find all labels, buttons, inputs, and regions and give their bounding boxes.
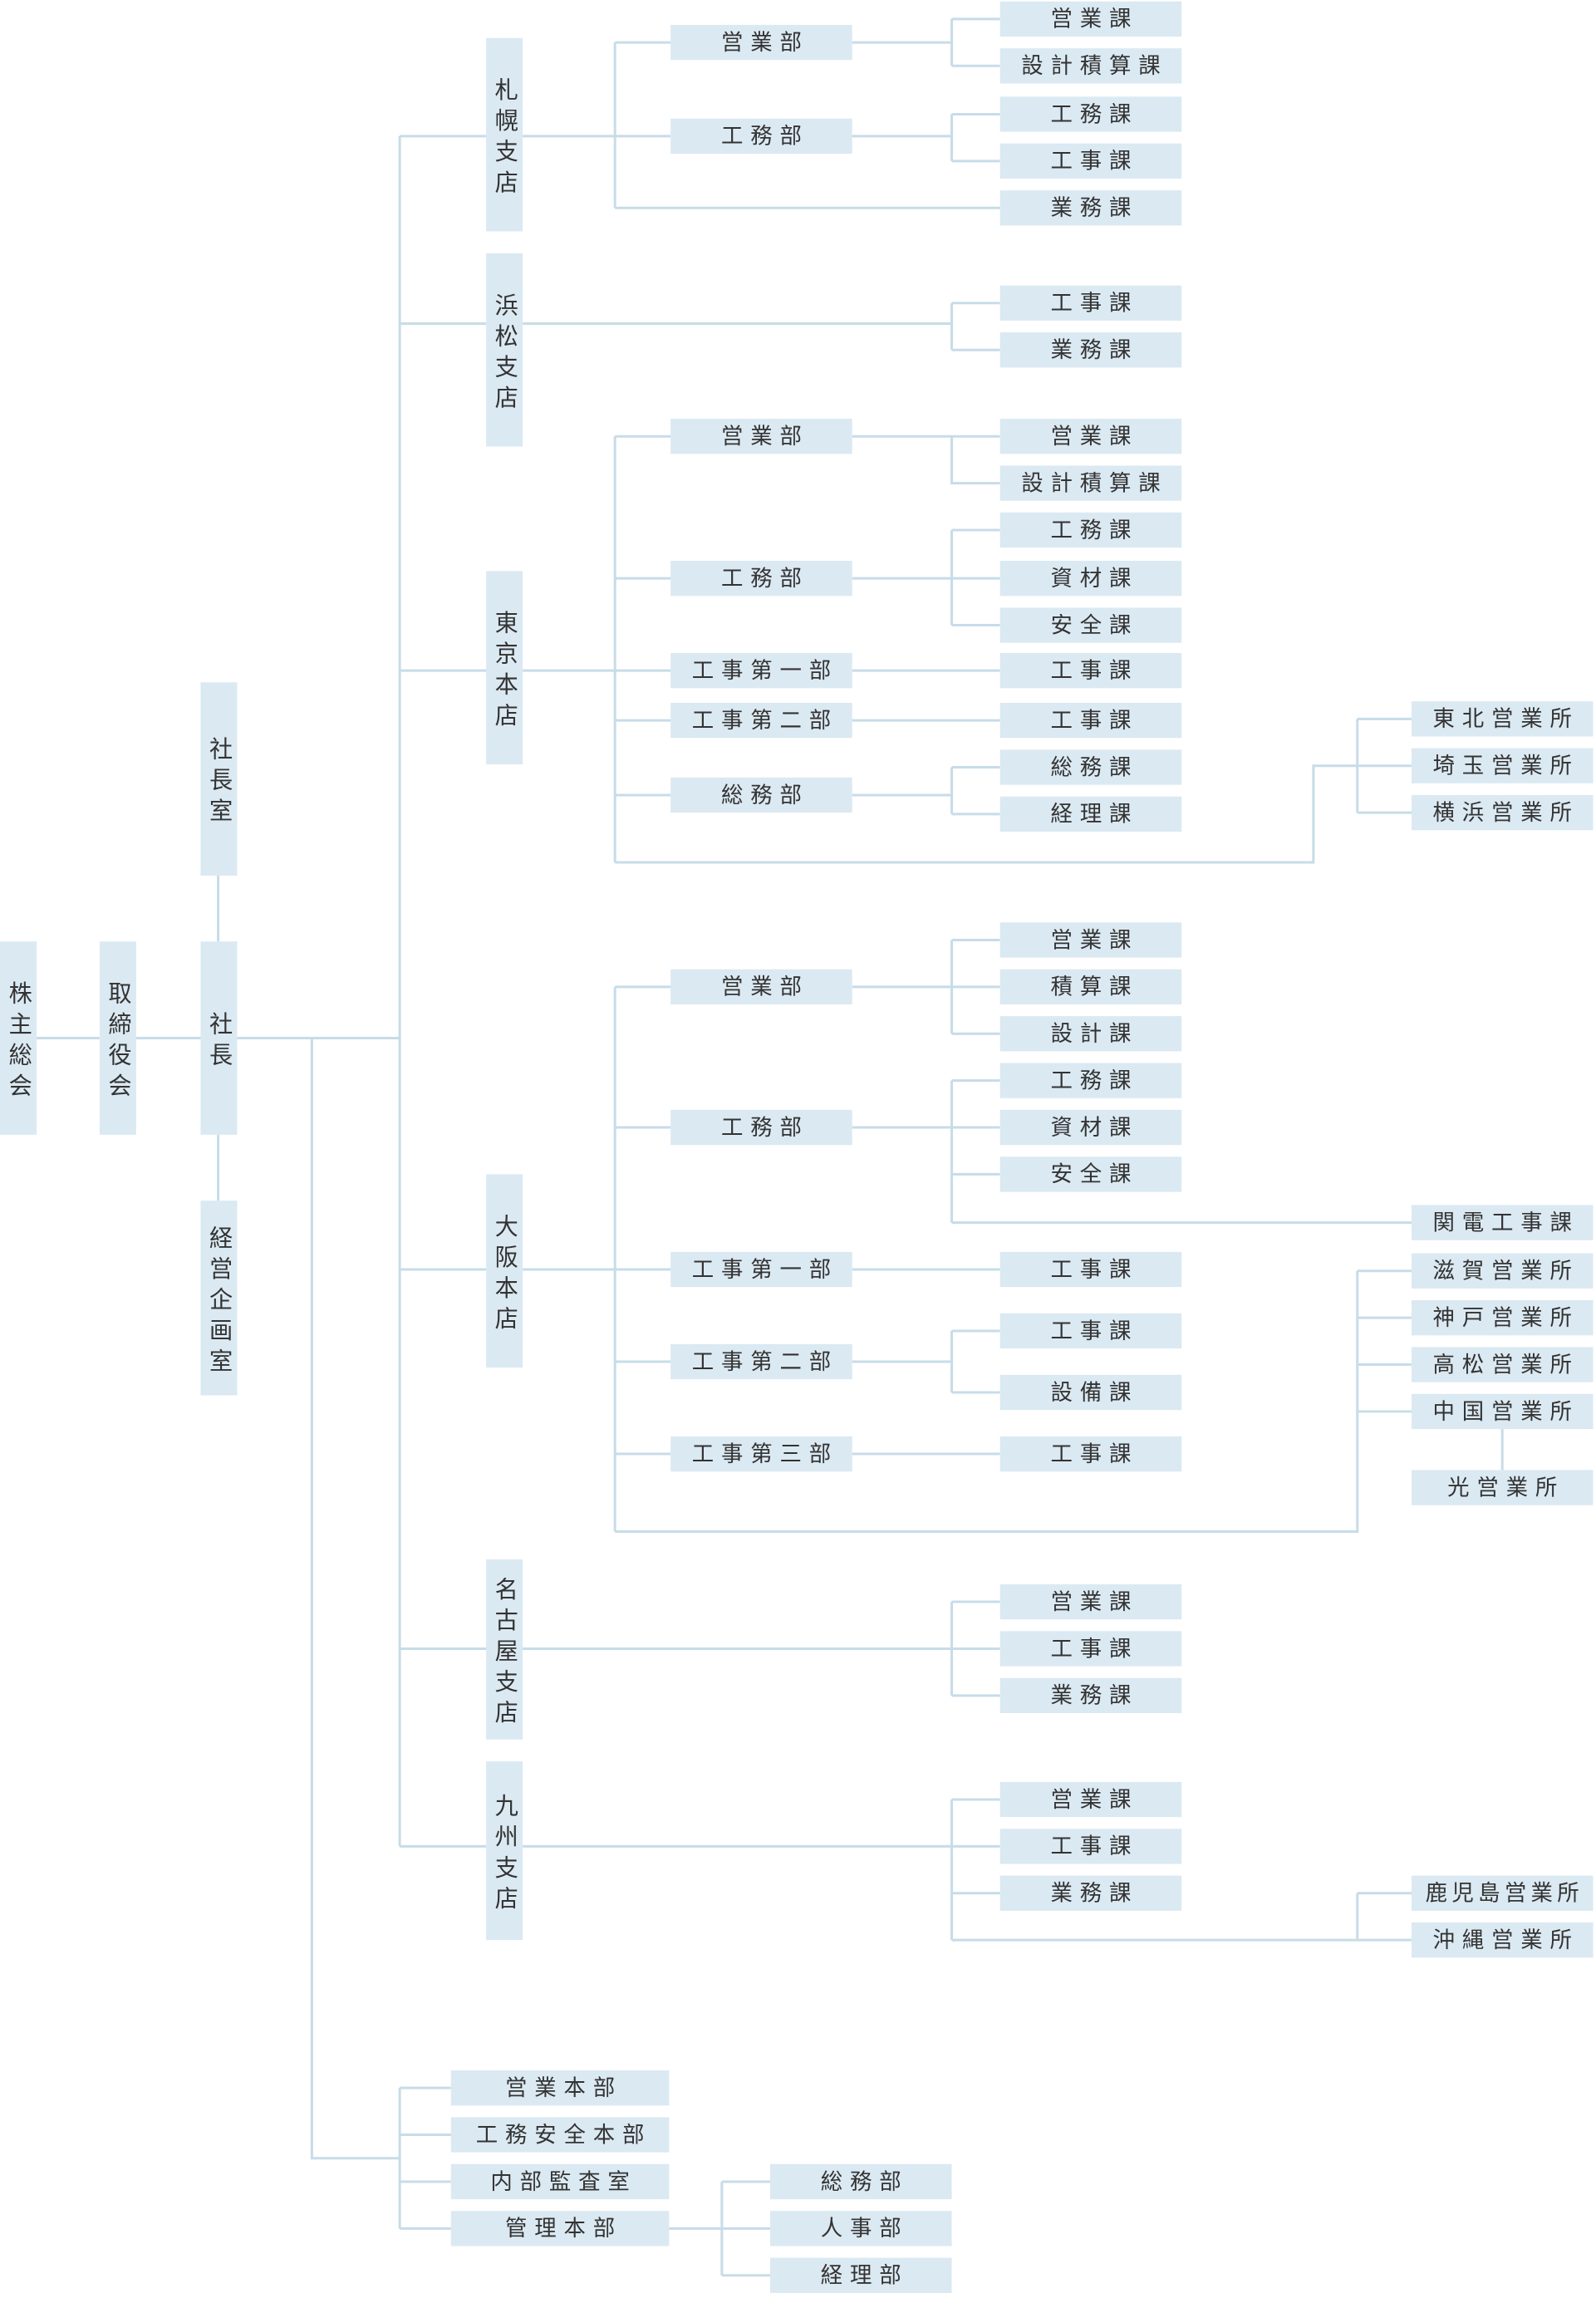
- osaka-facilities-section: 設備課: [999, 1374, 1182, 1411]
- tokyo-sales-dept: 営業部: [670, 419, 852, 454]
- nagoya-branch-box: 名古屋支店: [486, 1559, 523, 1740]
- osaka-design-section: 設計課: [999, 1016, 1182, 1052]
- tokyo-materials-section: 資材課: [999, 560, 1182, 597]
- connector-osaka: [523, 938, 1504, 1533]
- chugoku-sales-office: 中国営業所: [1411, 1393, 1594, 1430]
- shiga-sales-office: 滋賀営業所: [1411, 1253, 1594, 1289]
- osaka-construction-section-2: 工事課: [999, 1313, 1182, 1349]
- president-office-box: 社長室: [200, 682, 238, 876]
- osaka-kanden-construction-section: 関電工事課: [1411, 1205, 1594, 1240]
- osaka-construction-dept-1: 工事第一部: [670, 1251, 852, 1288]
- connector-trunk: [398, 135, 487, 1848]
- tokyo-accounting-section: 経理課: [999, 796, 1182, 832]
- sales-headquarters: 営業本部: [450, 2070, 670, 2106]
- kagoshima-sales-office: 鹿児島営業所: [1411, 1875, 1594, 1911]
- tokyo-construction-dept-2: 工事第二部: [670, 702, 852, 739]
- internal-audit-office: 内部監査室: [450, 2163, 670, 2200]
- hikari-sales-office: 光営業所: [1411, 1470, 1594, 1505]
- sapporo-sales-section: 営業課: [999, 1, 1182, 37]
- okinawa-sales-office: 沖縄営業所: [1411, 1922, 1594, 1958]
- connector-kyushu: [523, 1798, 1412, 1942]
- tokyo-works-section: 工務課: [999, 512, 1182, 548]
- works-safety-headquarters: 工務安全本部: [450, 2117, 670, 2153]
- tokyo-sales-section: 営業課: [999, 419, 1182, 454]
- kyushu-operations-section: 業務課: [999, 1875, 1182, 1911]
- tohoku-sales-office: 東北営業所: [1411, 701, 1594, 737]
- corporate-planning-office-box: 経営企画室: [200, 1201, 238, 1396]
- osaka-works-dept: 工務部: [670, 1109, 852, 1146]
- kyushu-construction-section: 工事課: [999, 1829, 1182, 1864]
- connector-tokyo: [523, 435, 1412, 864]
- osaka-estimation-section: 積算課: [999, 969, 1182, 1004]
- hamamatsu-operations-section: 業務課: [999, 332, 1182, 368]
- nagoya-operations-section: 業務課: [999, 1677, 1182, 1713]
- connector-head-office: [398, 2086, 771, 2277]
- tokyo-design-estimation-section: 設計積算課: [999, 465, 1182, 501]
- tokyo-construction-section-2: 工事課: [999, 702, 1182, 739]
- tokyo-works-dept: 工務部: [670, 560, 852, 597]
- osaka-sales-section: 営業課: [999, 922, 1182, 958]
- osaka-head-office-box: 大阪本店: [486, 1174, 523, 1368]
- osaka-construction-dept-2: 工事第二部: [670, 1343, 852, 1380]
- connector-top: [37, 875, 400, 2160]
- yokohama-sales-office: 横浜営業所: [1411, 794, 1594, 831]
- tokyo-safety-section: 安全課: [999, 607, 1182, 643]
- president-box: 社長: [200, 941, 238, 1135]
- tokyo-construction-section-1: 工事課: [999, 653, 1182, 689]
- hamamatsu-branch-box: 浜松支店: [486, 253, 523, 447]
- hamamatsu-construction-section: 工事課: [999, 285, 1182, 321]
- tokyo-construction-dept-1: 工事第一部: [670, 653, 852, 689]
- connector-hamamatsu: [523, 302, 1000, 351]
- connector-sapporo: [523, 17, 1000, 209]
- tokyo-head-office-box: 東京本店: [486, 571, 523, 764]
- sapporo-operations-section: 業務課: [999, 190, 1182, 226]
- sapporo-works-dept: 工務部: [670, 118, 852, 155]
- tokyo-general-affairs-dept: 総務部: [670, 777, 852, 813]
- sapporo-construction-section: 工事課: [999, 143, 1182, 179]
- kyushu-sales-section: 営業課: [999, 1781, 1182, 1818]
- osaka-safety-section: 安全課: [999, 1156, 1182, 1192]
- osaka-construction-section-3: 工事課: [999, 1436, 1182, 1472]
- administration-headquarters: 管理本部: [450, 2211, 670, 2246]
- osaka-materials-section: 資材課: [999, 1109, 1182, 1146]
- nagoya-construction-section: 工事課: [999, 1631, 1182, 1667]
- administration-accounting-dept: 経理部: [770, 2257, 952, 2293]
- nagoya-sales-section: 営業課: [999, 1584, 1182, 1620]
- osaka-works-section: 工務課: [999, 1063, 1182, 1098]
- administration-human-resources-dept: 人事部: [770, 2211, 952, 2246]
- osaka-construction-dept-3: 工事第三部: [670, 1436, 852, 1472]
- connector-nagoya: [523, 1600, 1000, 1697]
- board-of-directors-box: 取締役会: [99, 941, 136, 1135]
- tokyo-general-affairs-section: 総務課: [999, 749, 1182, 785]
- takamatsu-sales-office: 高松営業所: [1411, 1347, 1594, 1382]
- sapporo-design-estimation-section: 設計積算課: [999, 48, 1182, 84]
- sapporo-sales-dept: 営業部: [670, 24, 852, 61]
- saitama-sales-office: 埼玉営業所: [1411, 748, 1594, 783]
- kyushu-branch-box: 九州支店: [486, 1761, 523, 1941]
- sapporo-branch-box: 札幌支店: [486, 37, 523, 232]
- shareholders-meeting-box: 株主総会: [0, 941, 37, 1135]
- osaka-sales-dept: 営業部: [670, 969, 852, 1004]
- osaka-construction-section-1: 工事課: [999, 1251, 1182, 1288]
- sapporo-works-section: 工務課: [999, 96, 1182, 132]
- kobe-sales-office: 神戸営業所: [1411, 1299, 1594, 1336]
- administration-general-affairs-dept: 総務部: [770, 2163, 952, 2200]
